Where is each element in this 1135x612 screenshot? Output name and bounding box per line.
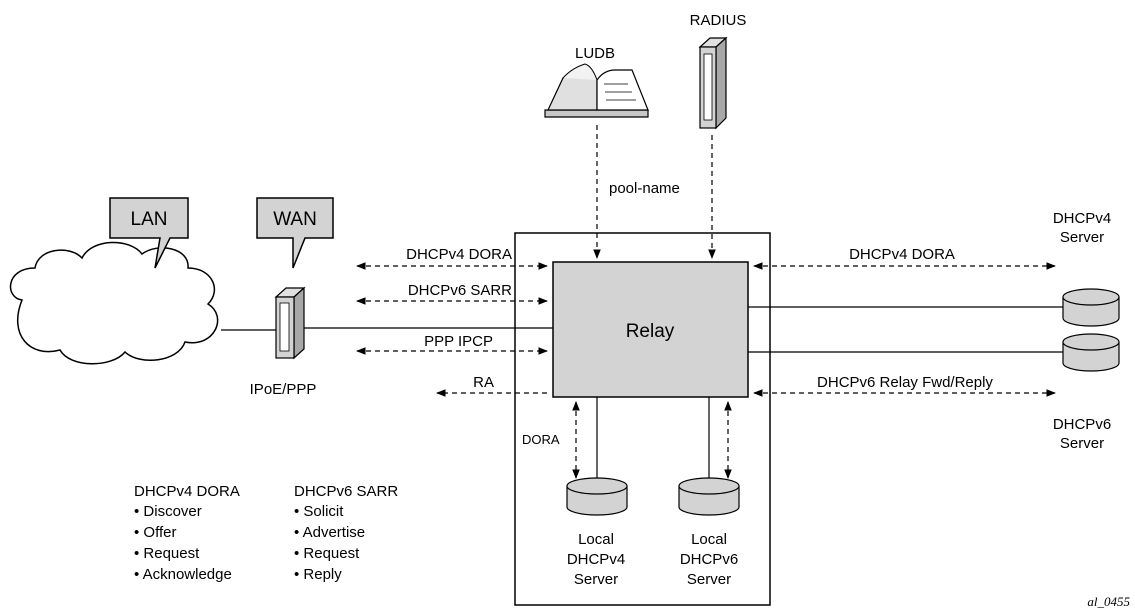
- local-dhcpv6-label-line2: DHCPv6: [680, 551, 738, 568]
- dhcpv6-server-label-line2: Server: [1060, 435, 1104, 452]
- ra-label: RA: [473, 374, 494, 391]
- radius-label: RADIUS: [690, 12, 747, 29]
- local-dhcpv6-label-line1: Local: [691, 531, 727, 548]
- local-dhcpv6-label-line3: Server: [687, 571, 731, 588]
- wan-callout: WAN: [256, 197, 334, 269]
- figure-id: al_0455: [1087, 594, 1130, 609]
- local-dhcpv4-label-line3: Server: [574, 571, 618, 588]
- lan-label: LAN: [131, 209, 168, 230]
- radius-server-icon: [698, 36, 728, 130]
- right-dhcpv4-dora-label: DHCPv4 DORA: [849, 246, 955, 263]
- cloud-shape: [9, 241, 219, 365]
- legend-sarr-item: • Advertise: [294, 524, 365, 541]
- legend-dora-item: • Request: [134, 545, 200, 562]
- legend-dora-item: • Discover: [134, 503, 202, 520]
- local-dhcpv6-db-icon: [678, 477, 740, 516]
- local-dhcpv4-label-line1: Local: [578, 531, 614, 548]
- dhcpv6-server-label-line1: DHCPv6: [1053, 416, 1111, 433]
- relay-box: Relay: [552, 261, 749, 398]
- legend-dora-title: DHCPv4 DORA: [134, 483, 240, 500]
- legend-dora-item: • Acknowledge: [134, 566, 232, 583]
- legend-sarr-item: • Reply: [294, 566, 342, 583]
- legend-dora-item: • Offer: [134, 524, 177, 541]
- dhcpv4-server-label-line2: Server: [1060, 229, 1104, 246]
- dhcpv6-server-db-icon: [1062, 333, 1120, 372]
- dhcpv4-server-db-icon: [1062, 288, 1120, 327]
- legend-sarr-item: • Solicit: [294, 503, 344, 520]
- local-dhcpv4-db-icon: [566, 477, 628, 516]
- wan-label: WAN: [273, 209, 317, 230]
- legend-dhcpv4-dora: DHCPv4 DORA • Discover • Offer • Request…: [134, 483, 240, 583]
- left-dhcpv6-sarr-label: DHCPv6 SARR: [408, 282, 512, 299]
- legend-sarr-item: • Request: [294, 545, 360, 562]
- legend-sarr-title: DHCPv6 SARR: [294, 483, 398, 500]
- dhcpv4-server-label-line1: DHCPv4: [1053, 210, 1111, 227]
- ipoe-ppp-label: IPoE/PPP: [250, 381, 317, 398]
- pool-name-label: pool-name: [609, 180, 680, 197]
- lan-callout: LAN: [109, 197, 189, 269]
- left-dhcpv4-dora-label: DHCPv4 DORA: [406, 246, 512, 263]
- right-dhcpv6-relay-label: DHCPv6 Relay Fwd/Reply: [817, 374, 993, 391]
- relay-label: Relay: [626, 321, 675, 342]
- ludb-label: LUDB: [575, 45, 615, 62]
- ludb-book-icon: [544, 63, 649, 118]
- local-dora-label: DORA: [522, 432, 560, 447]
- ppp-ipcp-label: PPP IPCP: [424, 333, 493, 350]
- ipoe-ppp-device-icon: [274, 286, 306, 360]
- local-dhcpv4-label-line2: DHCPv4: [567, 551, 625, 568]
- legend-dhcpv6-sarr: DHCPv6 SARR • Solicit • Advertise • Requ…: [294, 483, 398, 583]
